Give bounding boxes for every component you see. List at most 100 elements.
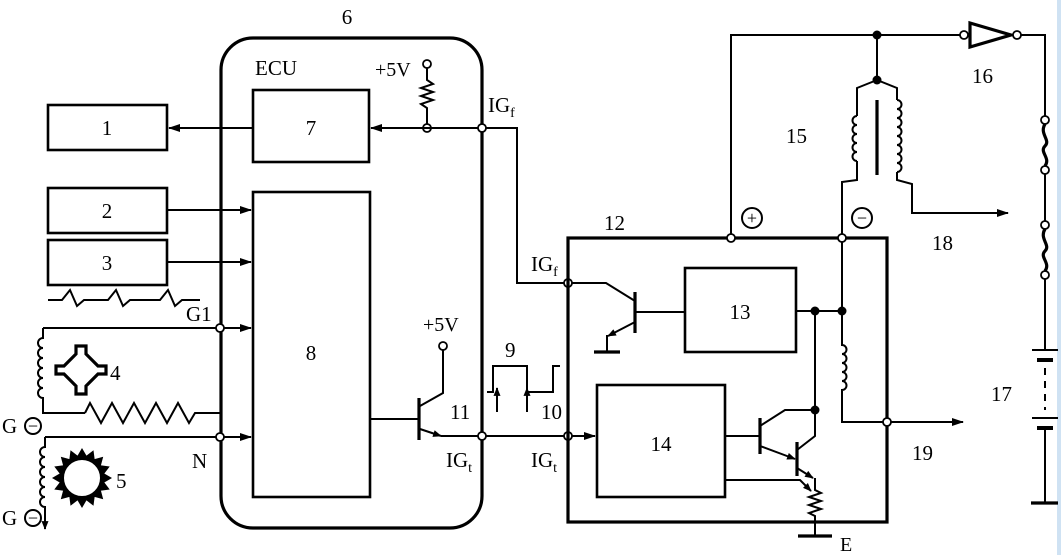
vcc-top-terminal <box>422 59 432 69</box>
sense-resistor <box>805 478 825 535</box>
block-3-label: 3 <box>102 251 113 275</box>
block-13-label: 13 <box>730 300 751 324</box>
plus-terminal-sign: + <box>747 208 757 228</box>
ecu-number: 6 <box>342 5 353 29</box>
darlington-t1-emitter <box>759 445 796 460</box>
vcc-bottom-label: +5V <box>423 314 459 336</box>
igf-wire <box>486 127 564 284</box>
output-19-label: 19 <box>912 441 933 465</box>
sensor-5-label: 5 <box>116 469 127 493</box>
switch-16-right-contact <box>1012 30 1022 40</box>
battery-feed-wire <box>1021 34 1046 116</box>
fuse-2 <box>1041 228 1049 272</box>
switch-16-symbol <box>968 20 1017 50</box>
block-8 <box>251 190 372 499</box>
igt-igniter-label: IGt <box>531 448 557 476</box>
g-bottom-minus-sign: − <box>28 508 38 528</box>
g-top-minus-sign: − <box>28 416 38 436</box>
minus-terminal-sign: − <box>857 208 867 228</box>
n-terminal <box>215 432 225 442</box>
switch-16-label: 16 <box>972 64 993 88</box>
g-top-label: G <box>2 414 17 438</box>
pulse-9-label: 9 <box>505 338 516 362</box>
fuse-2-bottom-contact <box>1040 270 1050 280</box>
igf-ecu-terminal <box>477 123 487 133</box>
sensor-4-signal-line <box>84 400 221 426</box>
power-and-coil: 16 17 15 18 <box>730 20 1058 505</box>
supply-wire <box>730 34 960 234</box>
igf-transistor-collector <box>572 282 636 302</box>
vcc-bottom-terminal <box>438 341 448 351</box>
window-edge <box>1057 0 1061 555</box>
fuse-1 <box>1041 123 1049 167</box>
g-top-minus-circle <box>24 417 42 435</box>
igf-ecu-label-sub: f <box>510 106 515 121</box>
igt-ecu-label-main: IG <box>446 448 468 472</box>
crank-cam-sensors: G1 4 G − N 5 G − <box>2 288 252 530</box>
output-18-label: 18 <box>932 231 953 255</box>
ecu-title: ECU <box>255 56 297 80</box>
block-1 <box>46 103 169 152</box>
switch-16-left-contact <box>959 30 969 40</box>
igt-igniter-label-sub: t <box>553 461 557 476</box>
igt-ecu-label: IGt <box>446 448 472 476</box>
coil-secondary-top-wire <box>876 79 898 100</box>
g1-terminal <box>215 323 225 333</box>
igt-ecu-terminal <box>477 431 487 441</box>
ground-e-label: E <box>840 534 852 555</box>
coil-primary-top-wire <box>856 79 878 116</box>
node-10-label: 10 <box>541 400 562 424</box>
igf-igniter-label-sub: f <box>553 265 558 280</box>
vcc-top-label: +5V <box>375 59 411 81</box>
darlington-t2-emitter <box>796 467 814 479</box>
igniter-12-label: 12 <box>604 211 625 235</box>
plus-terminal-node <box>726 233 736 243</box>
igf-transistor-emitter <box>607 321 636 337</box>
igniter-inductor <box>841 311 883 423</box>
ecu-housing <box>219 36 484 530</box>
battery-17-label: 17 <box>991 382 1012 406</box>
g-bottom-label: G <box>2 506 17 530</box>
plus-terminal-circle <box>741 207 763 229</box>
igniter-unit: 12 13 14 E 19 <box>566 207 964 555</box>
fuse-1-bottom-contact <box>1040 165 1050 175</box>
fuse-2-top-contact <box>1040 220 1050 230</box>
input-blocks: 1 2 3 <box>46 103 252 287</box>
sensor-5-coil <box>39 437 49 530</box>
block-14-label: 14 <box>651 432 673 456</box>
block-7 <box>251 88 371 164</box>
minus-terminal-node <box>837 233 847 243</box>
transistor-11-collector <box>419 350 444 407</box>
minus-terminal-circle <box>851 207 873 229</box>
igf-ecu-label: IGf <box>488 93 515 121</box>
output-19-terminal <box>882 417 892 427</box>
sense-resistor-tap <box>725 479 812 492</box>
node-11-label: 11 <box>450 400 470 424</box>
g1-label: G1 <box>186 302 212 326</box>
g-bottom-minus-circle <box>24 509 42 527</box>
igf-ecu-label-main: IG <box>488 93 510 117</box>
darlington-t2-collector <box>796 410 816 451</box>
pull-up-resistor <box>417 68 437 124</box>
interconnect: IGf 10 IGt 9 <box>486 127 596 476</box>
block-2-label: 2 <box>102 199 113 223</box>
coil-primary-winding <box>851 115 858 162</box>
sensor-4-label: 4 <box>110 361 121 385</box>
coil-primary-bottom-wire <box>841 161 858 234</box>
darlington-t1-collector <box>759 409 815 427</box>
n-label: N <box>192 449 207 473</box>
block-14 <box>595 383 727 499</box>
coil-15-label: 15 <box>786 124 807 148</box>
fuse-1-top-contact <box>1040 115 1050 125</box>
sensor-4-coil <box>37 328 85 414</box>
igt-igniter-label-main: IG <box>531 448 553 472</box>
coil-secondary-winding <box>896 99 903 173</box>
igf-igniter-label-main: IG <box>531 252 553 276</box>
reluctor-gear-hub <box>62 458 102 498</box>
sensor-4-rotor <box>54 344 108 396</box>
igt-ecu-label-sub: t <box>468 461 472 476</box>
igt-pulse-waveform <box>487 365 560 393</box>
block-1-label: 1 <box>102 116 113 140</box>
